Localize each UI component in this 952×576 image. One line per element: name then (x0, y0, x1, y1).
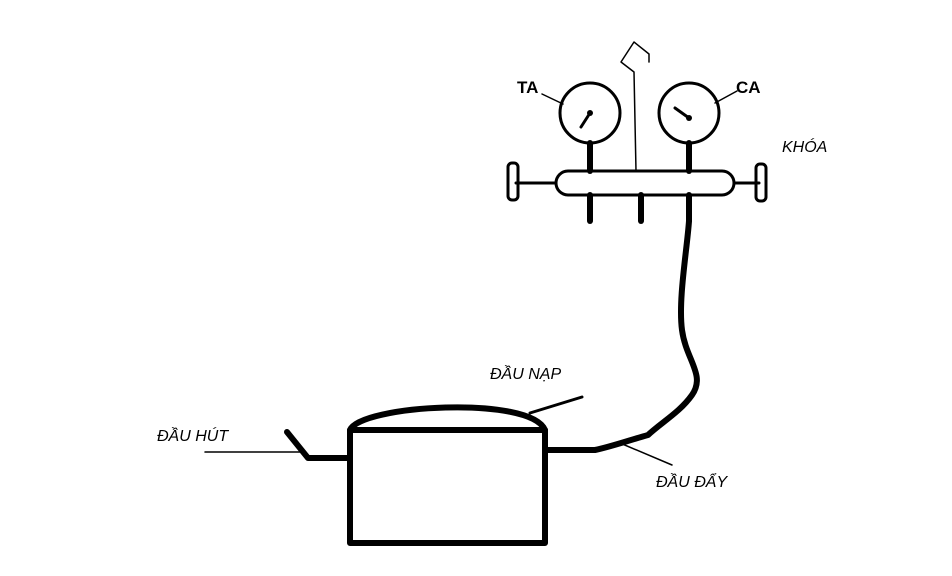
ca-pointer-line (714, 90, 738, 104)
charge-port-line (528, 395, 584, 415)
suction-pipe (284, 429, 353, 461)
right-valve-knob (754, 162, 768, 203)
left-valve-knob (506, 161, 520, 202)
high-gauge-hub (686, 115, 692, 121)
label-ca: CA (736, 78, 761, 97)
gauge-manifold (506, 41, 768, 224)
label-ta: TA (517, 78, 538, 97)
discharge-pointer-line (619, 442, 673, 466)
label-dau-day: ĐẦU ĐẨY (656, 472, 728, 491)
label-khoa: KHÓA (782, 137, 827, 156)
high-pressure-gauge (657, 81, 721, 145)
manifold-body (554, 169, 736, 197)
compressor-body (347, 427, 548, 546)
low-gauge-hub (587, 110, 593, 116)
center-pipe (620, 41, 650, 172)
discharge-hose (543, 218, 700, 453)
compressor (284, 395, 584, 546)
compressor-dome (347, 404, 548, 433)
ta-pointer-line (541, 93, 564, 105)
label-dau-nap: ĐẦU NẠP (490, 364, 561, 383)
label-dau-hut: ĐẦU HÚT (157, 426, 229, 445)
